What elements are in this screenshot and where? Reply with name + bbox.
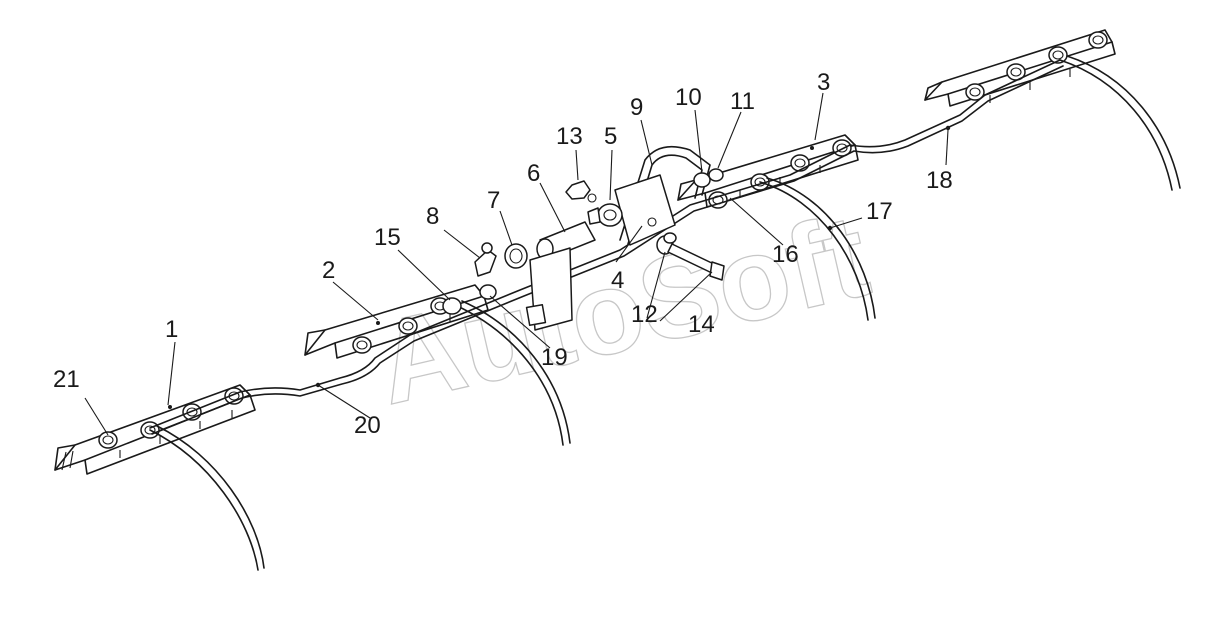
callout-2: 2 <box>322 257 335 284</box>
callout-14: 14 <box>688 311 715 338</box>
callout-17: 17 <box>866 198 893 225</box>
main-tube <box>149 59 1064 435</box>
callout-13: 13 <box>556 123 583 150</box>
callout-6: 6 <box>527 160 540 187</box>
bracket-right <box>924 29 1116 107</box>
callout-3: 3 <box>817 69 830 96</box>
callout-10: 10 <box>675 84 702 111</box>
callout-1: 1 <box>165 316 178 343</box>
callout-12: 12 <box>631 301 658 328</box>
callout-7: 7 <box>487 187 500 214</box>
callout-19: 19 <box>541 344 568 371</box>
callout-16: 16 <box>772 241 799 268</box>
hose-drops <box>149 55 1181 571</box>
leader-lines <box>84 92 949 436</box>
callout-11: 11 <box>730 88 755 115</box>
callout-5: 5 <box>604 123 617 150</box>
callout-15: 15 <box>374 224 401 251</box>
callout-9: 9 <box>630 94 643 121</box>
callout-20: 20 <box>354 412 381 439</box>
callout-labels: 1 2 3 4 5 6 7 8 9 10 11 12 13 14 15 16 1… <box>53 69 953 439</box>
callout-18: 18 <box>926 167 953 194</box>
callout-21: 21 <box>53 366 80 393</box>
callout-4: 4 <box>611 267 624 294</box>
valve-assembly <box>442 145 725 331</box>
callout-8: 8 <box>426 203 439 230</box>
